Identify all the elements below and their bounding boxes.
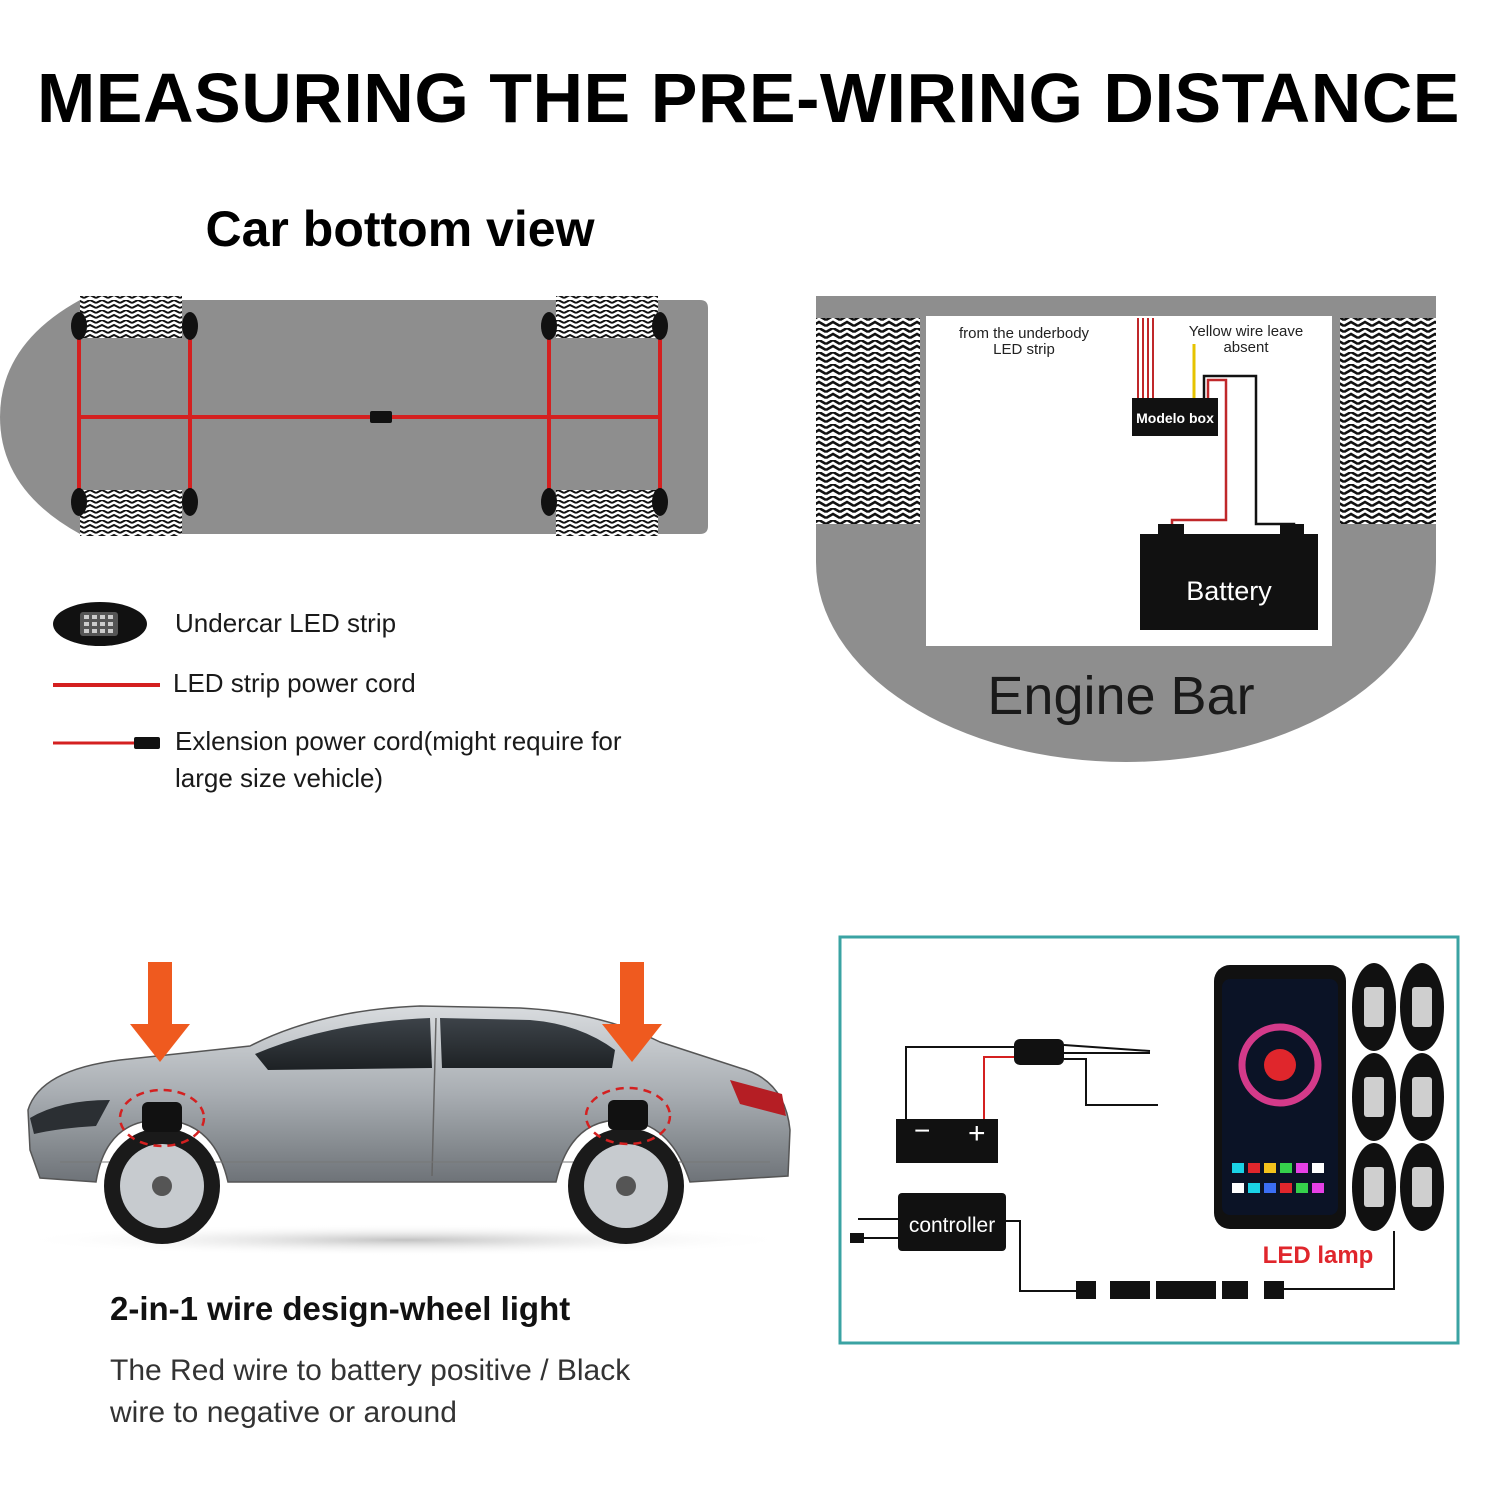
engine-bar-label: Engine Bar — [987, 666, 1254, 726]
bottom-view-title: Car bottom view — [205, 201, 595, 257]
controller-box — [898, 1193, 1006, 1251]
battery-label: Battery — [1186, 576, 1272, 606]
modelo-box-label: Modelo box — [1136, 410, 1214, 426]
label-yellow-1: Yellow wire leave — [1189, 323, 1304, 340]
legend-extension-label-line1: Exlension power cord(might require for — [175, 726, 622, 756]
extension-connector — [370, 411, 392, 423]
mini-battery — [896, 1119, 998, 1163]
led-pods — [71, 312, 668, 516]
page-title: MEASURING THE PRE-WIRING DISTANCE — [37, 59, 1460, 137]
led-lamp-label: LED lamp — [1263, 1242, 1374, 1269]
wheel-light-rear — [584, 1086, 672, 1146]
arrow-rear-icon — [602, 962, 662, 1062]
legend-symbols — [53, 602, 160, 749]
wheel-desc-line2: wire to negative or around — [110, 1396, 457, 1429]
wheel-desc-line1: The Red wire to battery positive / Black — [110, 1354, 631, 1387]
wheel-heading: 2-in-1 wire design-wheel light — [110, 1290, 571, 1327]
label-underbody-1: from the underbody — [959, 325, 1090, 342]
rear-wheel — [568, 1128, 684, 1244]
tire-front-right — [80, 490, 182, 536]
tire-right — [1340, 318, 1436, 524]
front-wheel — [104, 1128, 220, 1244]
wheel-description: The Red wire to battery positive / Black… — [110, 1350, 750, 1434]
engine-bar-diagram: from the underbody LED strip Yellow wire… — [816, 296, 1436, 762]
controller-label: controller — [909, 1214, 995, 1237]
module-box — [1014, 1039, 1064, 1065]
tire-left — [816, 318, 920, 524]
legend-extension-label-line2: large size vehicle) — [175, 763, 384, 793]
car-bottom-view-diagram — [0, 296, 708, 536]
battery — [1140, 534, 1318, 630]
side-car-illustration — [15, 962, 795, 1256]
label-yellow-2: absent — [1223, 339, 1269, 356]
power-cord-network — [77, 328, 662, 498]
legend-led-strip-label: Undercar LED strip — [175, 608, 397, 638]
arrow-front-icon — [130, 962, 190, 1062]
tire-rear-right — [556, 490, 658, 536]
label-underbody-2: LED strip — [993, 341, 1055, 358]
wheel-light-front — [118, 1088, 206, 1148]
phone-app-icon — [1214, 965, 1346, 1229]
modelo-box — [1132, 398, 1218, 436]
battery-plus: + — [968, 1117, 986, 1150]
tire-front-left — [80, 296, 182, 338]
wiring-panel: − + controller LED lamp — [838, 935, 1460, 1345]
led-strip-symbol — [53, 602, 147, 646]
battery-minus: − — [914, 1115, 930, 1146]
legend-power-cord-label: LED strip power cord — [173, 668, 416, 698]
car-windows — [255, 1018, 615, 1070]
tire-rear-left — [556, 296, 658, 338]
